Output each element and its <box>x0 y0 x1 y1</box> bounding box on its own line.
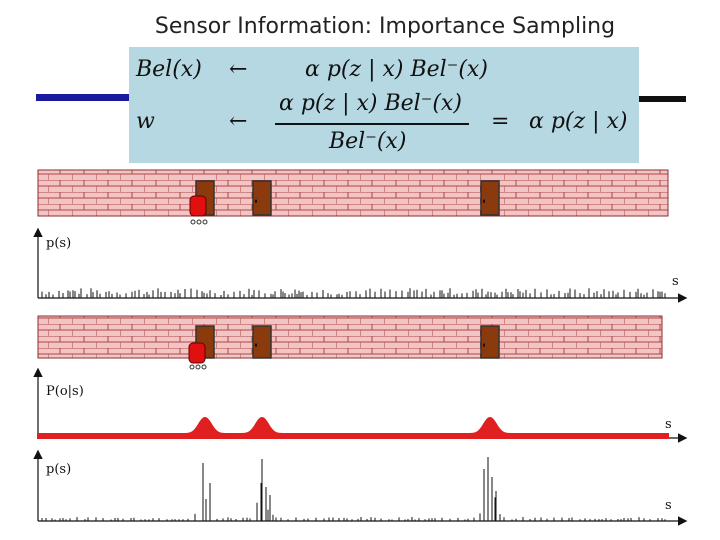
formula-bel-lhs: Bel(x) <box>136 57 202 82</box>
door <box>480 325 500 359</box>
formula-box: Bel(x) ← α p(z | x) Bel⁻(x) w ← α p(z | … <box>129 47 639 163</box>
door <box>480 180 500 216</box>
robot-top <box>189 195 208 225</box>
prior-label: p(s) <box>46 236 71 251</box>
formula-arrow-1: ← <box>229 57 248 82</box>
door-handle <box>255 343 257 347</box>
door <box>252 180 272 216</box>
robot-middle <box>188 342 207 370</box>
formula-bel-rhs: α p(z | x) Bel⁻(x) <box>305 57 488 82</box>
door-handle <box>483 199 485 203</box>
posterior-samples <box>41 457 666 521</box>
posterior-label: p(s) <box>46 462 71 477</box>
formula-denominator: Bel⁻(x) <box>329 129 407 154</box>
wall-middle <box>37 315 663 359</box>
door-handle <box>255 199 257 203</box>
prior-axis-label: s <box>672 274 679 289</box>
formula-arrow-2: ← <box>229 109 248 134</box>
likelihood-axis-label: s <box>665 417 672 432</box>
title-underline-right <box>636 96 686 102</box>
doors-middle <box>195 325 500 359</box>
formula-result: α p(z | x) <box>529 109 628 134</box>
door <box>252 325 272 359</box>
formula-equals: = <box>491 109 510 134</box>
prior-samples <box>41 288 666 298</box>
formula-numerator: α p(z | x) Bel⁻(x) <box>279 91 462 116</box>
title-underline-left <box>36 94 136 101</box>
posterior-axis-label: s <box>665 498 672 513</box>
wall-top <box>37 169 669 217</box>
slide-title: Sensor Information: Importance Sampling <box>154 14 616 39</box>
fraction-bar <box>275 123 469 125</box>
likelihood-curve <box>37 416 669 439</box>
likelihood-label: P(o|s) <box>46 384 84 399</box>
door-handle <box>483 343 485 347</box>
formula-w-lhs: w <box>136 109 155 134</box>
